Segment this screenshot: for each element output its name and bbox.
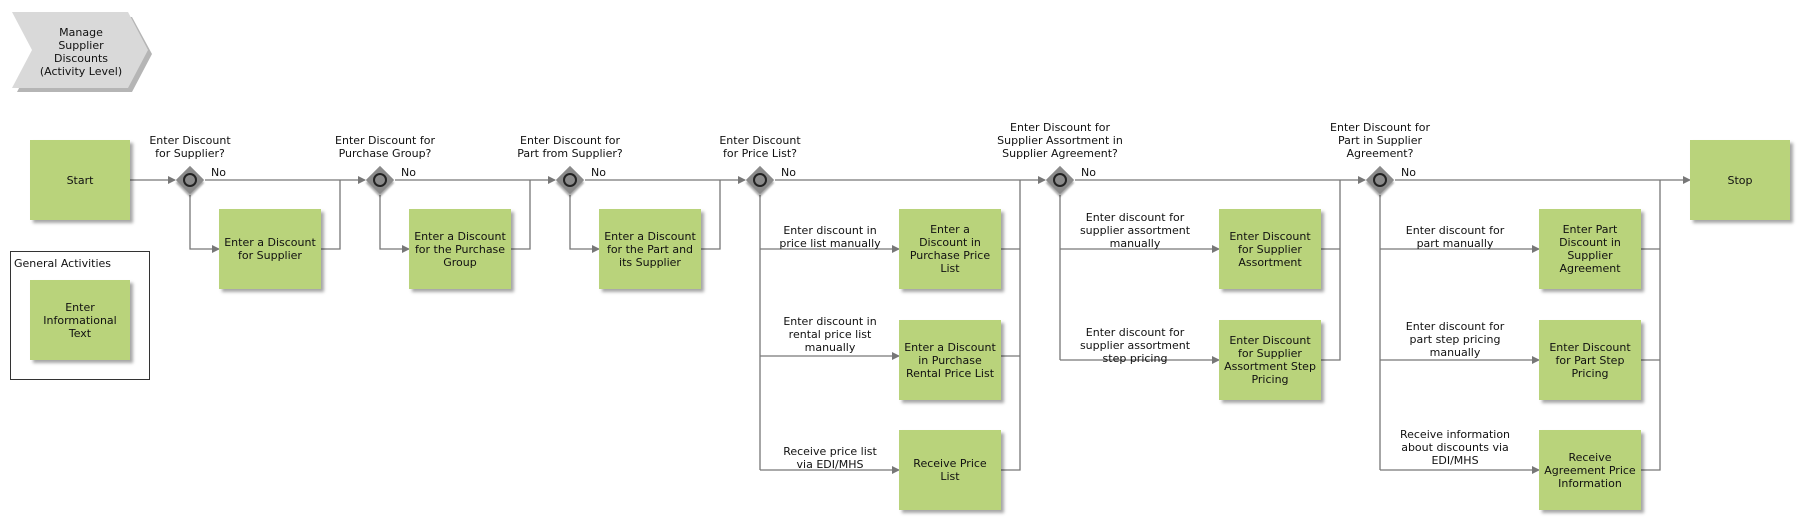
activity-enter-discount-part-supplier[interactable]: Enter a Discount for the Part and its Su…: [599, 209, 701, 289]
gateway-2-label: Enter Discount for Purchase Group?: [335, 134, 435, 160]
decision-gateway-4[interactable]: [745, 165, 775, 195]
no-label-6: No: [1401, 166, 1416, 179]
gateway-4-label: Enter Discount for Price List?: [719, 134, 801, 160]
branch-label-rental-manual: Enter discount in rental price list manu…: [783, 315, 877, 354]
legend-title: General Activities: [14, 257, 112, 270]
activity-receive-price-list[interactable]: Receive Price List: [899, 430, 1001, 510]
no-label-4: No: [781, 166, 796, 179]
decision-gateway-2[interactable]: [365, 165, 395, 195]
gateway-6-label: Enter Discount for Part in Supplier Agre…: [1330, 121, 1430, 160]
branch-label-assortment-manual: Enter discount for supplier assortment m…: [1079, 211, 1191, 250]
branch-label-part-manual: Enter discount for part manually: [1405, 224, 1505, 250]
gateway-3-label: Enter Discount for Part from Supplier?: [517, 134, 623, 160]
decision-gateway-3[interactable]: [555, 165, 585, 195]
branch-label-price-list-manual: Enter discount in price list manually: [779, 224, 881, 250]
activity-enter-discount-purchase-group[interactable]: Enter a Discount for the Purchase Group: [409, 209, 511, 289]
activity-discount-supplier-assortment[interactable]: Enter Discount for Supplier Assortment: [1219, 209, 1321, 289]
activity-enter-discount-supplier[interactable]: Enter a Discount for Supplier: [219, 209, 321, 289]
header-chevron: [12, 12, 152, 92]
stop-node[interactable]: Stop: [1690, 140, 1790, 220]
activity-receive-agreement-price[interactable]: Receive Agreement Price Information: [1539, 430, 1641, 510]
activity-discount-part-step-pricing[interactable]: Enter Discount for Part Step Pricing: [1539, 320, 1641, 400]
gateway-5-label: Enter Discount for Supplier Assortment i…: [997, 121, 1123, 160]
branch-label-assortment-step: Enter discount for supplier assortment s…: [1079, 326, 1191, 365]
no-label-1: No: [211, 166, 226, 179]
gateway-1-label: Enter Discount for Supplier?: [149, 134, 231, 160]
branch-label-part-edi: Receive information about discounts via …: [1399, 428, 1511, 467]
branch-label-price-list-edi: Receive price list via EDI/MHS: [783, 445, 877, 471]
activity-discount-assortment-step-pricing[interactable]: Enter Discount for Supplier Assortment S…: [1219, 320, 1321, 400]
decision-gateway-1[interactable]: [175, 165, 205, 195]
activity-enter-informational-text[interactable]: Enter Informational Text: [30, 280, 130, 360]
start-node[interactable]: Start: [30, 140, 130, 220]
legend-box: General Activities: [10, 251, 150, 380]
no-label-3: No: [591, 166, 606, 179]
activity-discount-rental-price-list[interactable]: Enter a Discount in Purchase Rental Pric…: [899, 320, 1001, 400]
no-label-5: No: [1081, 166, 1096, 179]
branch-label-part-step: Enter discount for part step pricing man…: [1405, 320, 1505, 359]
activity-part-discount-agreement[interactable]: Enter Part Discount in Supplier Agreemen…: [1539, 209, 1641, 289]
no-label-2: No: [401, 166, 416, 179]
activity-discount-purchase-price-list[interactable]: Enter a Discount in Purchase Price List: [899, 209, 1001, 289]
decision-gateway-6[interactable]: [1365, 165, 1395, 195]
decision-gateway-5[interactable]: [1045, 165, 1075, 195]
page-title: Manage Supplier Discounts (Activity Leve…: [39, 26, 123, 78]
